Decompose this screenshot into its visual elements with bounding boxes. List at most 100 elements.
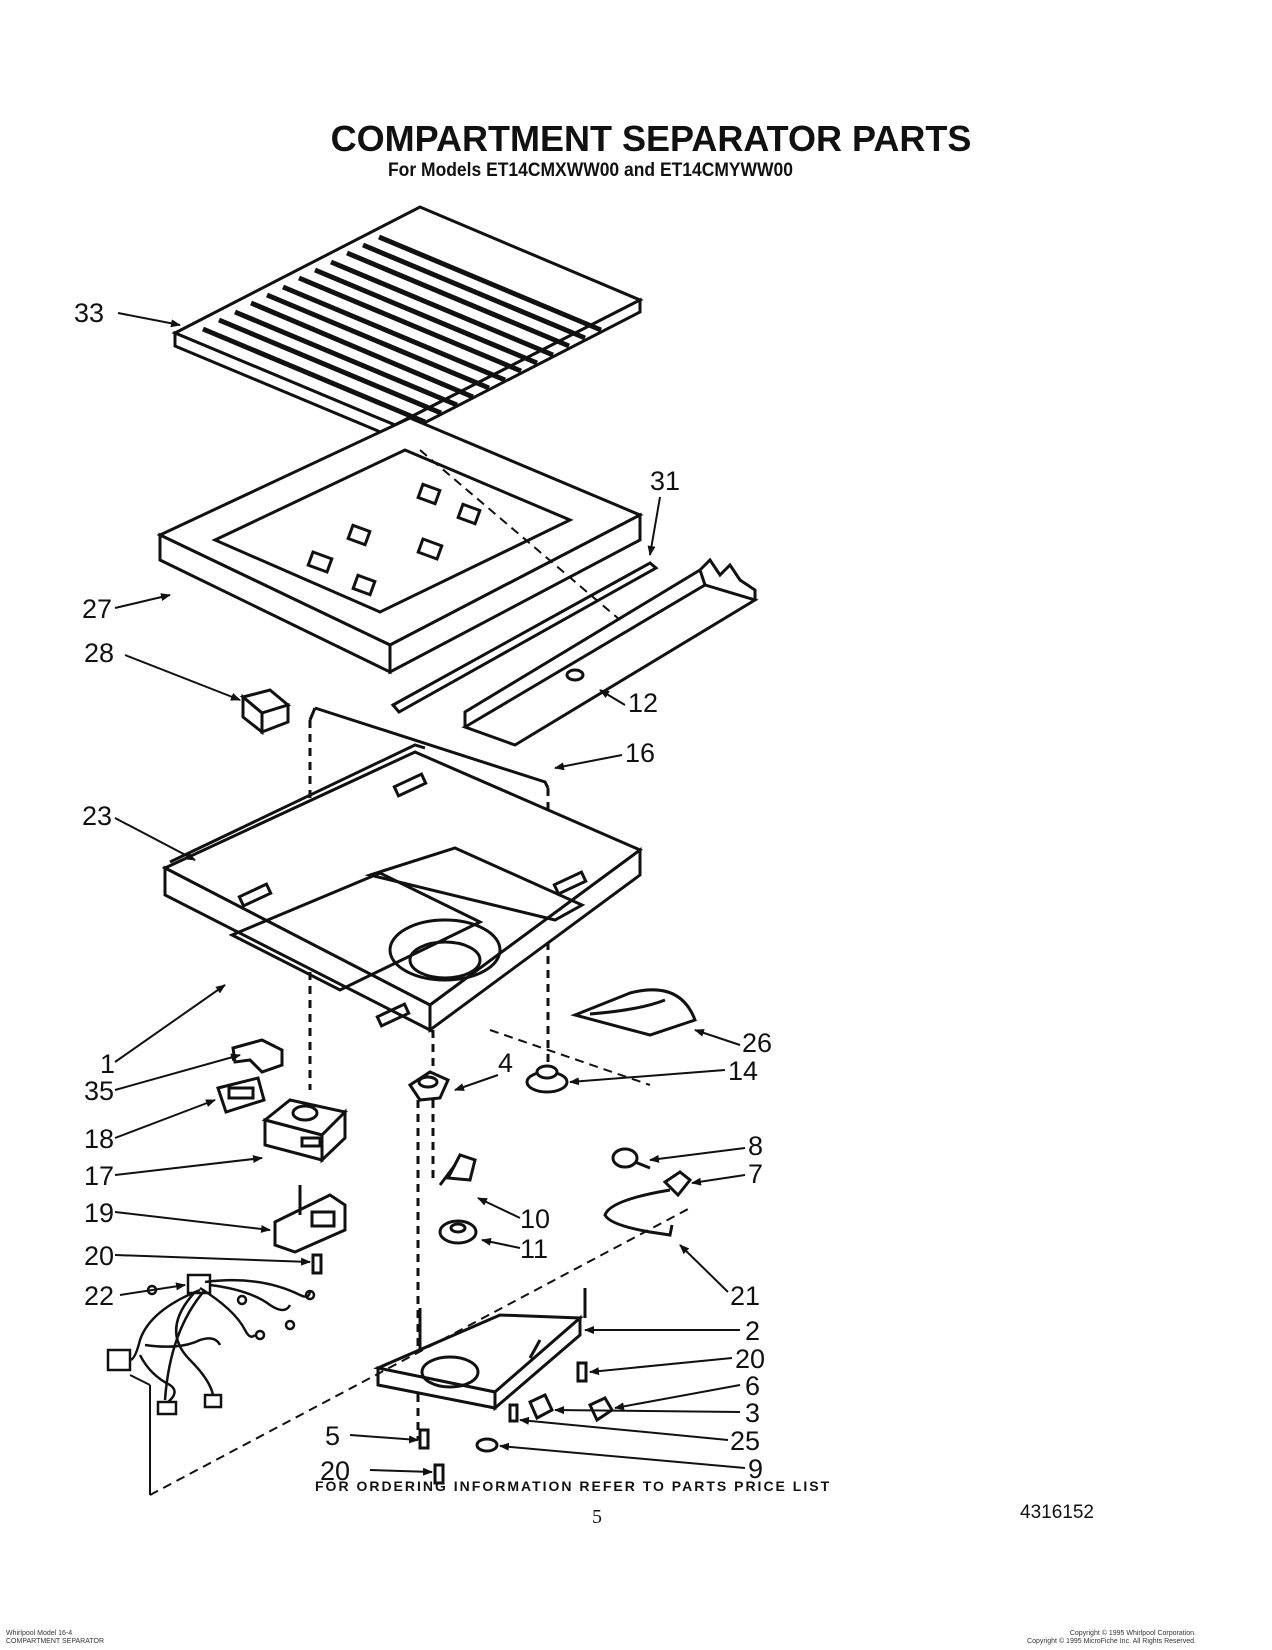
callout-5: 5 (325, 1421, 340, 1451)
part-3-actuator (528, 1393, 554, 1421)
part-14-grommet (525, 1064, 569, 1094)
part-21-lead-wire (603, 1188, 674, 1237)
callout-labels: 33 31 27 28 12 16 23 1 26 35 14 4 18 8 7… (74, 298, 772, 1486)
document-number: 4316152 (1020, 1502, 1094, 1523)
leader-20b (589, 1357, 733, 1376)
callout-14: 14 (728, 1056, 758, 1086)
callout-19: 19 (84, 1198, 114, 1228)
part-27-separator-frame (156, 416, 644, 675)
leader-6 (614, 1384, 741, 1411)
callout-20-c: 20 (320, 1456, 350, 1486)
callout-23: 23 (82, 801, 112, 831)
callout-12: 12 (628, 688, 658, 718)
leader-31 (647, 496, 661, 556)
page-title: COMPARTMENT SEPARATOR PARTS (330, 118, 972, 159)
part-28-block (239, 688, 292, 736)
part-2-cover (373, 1288, 587, 1412)
leader-10 (477, 1197, 521, 1219)
part-33-shelf-grille (171, 205, 644, 441)
part-25-screw (508, 1403, 519, 1423)
part-11-knob (438, 1219, 478, 1245)
callout-20-a: 20 (84, 1241, 114, 1271)
page-number: 5 (592, 1506, 602, 1528)
leader-26 (694, 1029, 741, 1046)
part-6-switch (588, 1396, 615, 1423)
callout-10: 10 (520, 1204, 550, 1234)
leader-19 (114, 1211, 271, 1233)
leader-22 (119, 1282, 186, 1296)
callout-2: 2 (745, 1316, 760, 1346)
leader-9 (499, 1442, 746, 1469)
part-17-housing (261, 1098, 349, 1164)
leader-5 (349, 1434, 419, 1444)
part-20-screw-right (576, 1361, 588, 1383)
leader-16 (554, 754, 623, 771)
part-22-wiring-harness (106, 1273, 316, 1416)
callout-25: 25 (730, 1426, 760, 1456)
leader-7 (691, 1174, 746, 1186)
leader-18 (114, 1099, 216, 1139)
callout-26: 26 (742, 1028, 772, 1058)
models-subtitle: For Models ET14CMXWW00 and ET14CMYWW00 (388, 160, 794, 181)
leader-11 (481, 1237, 521, 1249)
leader-25 (519, 1416, 729, 1441)
part-8-bulb (611, 1147, 651, 1170)
assembly-lines (129, 449, 691, 1496)
callout-28: 28 (84, 638, 114, 668)
callout-4: 4 (498, 1048, 513, 1078)
leader-12 (599, 689, 626, 706)
leader-17 (114, 1155, 263, 1176)
part-19-socket-bracket (273, 1185, 347, 1254)
callout-33: 33 (74, 298, 104, 328)
callout-17: 17 (84, 1161, 114, 1191)
footer-left-line-1: Whirlpool Model 16-4 (6, 1630, 73, 1637)
footer-right: Copyright © 1995 Whirlpool Corporation. … (1027, 1630, 1196, 1646)
leader-28 (124, 654, 241, 701)
part-18-shield (216, 1076, 266, 1114)
part-20-screw-bottom (433, 1463, 445, 1485)
part-20-screw-left (311, 1253, 323, 1275)
leader-3 (554, 1406, 741, 1415)
part-5-screw (418, 1428, 430, 1450)
leader-4 (454, 1074, 499, 1091)
part-35-clip (231, 1038, 284, 1074)
footer-right-line-1: Copyright © 1995 Whirlpool Corporation. (1069, 1630, 1196, 1637)
leader-1 (114, 984, 226, 1063)
callout-1: 1 (100, 1049, 115, 1079)
callout-3: 3 (745, 1398, 760, 1428)
callout-27: 27 (82, 594, 112, 624)
leader-23 (114, 817, 196, 861)
callout-9: 9 (748, 1454, 763, 1484)
callout-16: 16 (625, 738, 655, 768)
footer-left-line-2: COMPARTMENT SEPARATOR (6, 1638, 105, 1645)
callout-21: 21 (730, 1281, 760, 1311)
part-9-washer (475, 1437, 499, 1453)
leader-lines (114, 312, 746, 1476)
part-12-channel (461, 557, 759, 747)
callout-22: 22 (84, 1281, 114, 1311)
callout-18: 18 (84, 1124, 114, 1154)
ordering-note: FOR ORDERING INFORMATION REFER TO PARTS … (315, 1478, 832, 1494)
callout-31: 31 (650, 466, 680, 496)
part-26-insulation (570, 988, 697, 1037)
callout-11: 11 (520, 1234, 548, 1264)
leader-21 (679, 1244, 729, 1293)
part-10-thermostat (438, 1153, 477, 1186)
callout-35: 35 (84, 1076, 114, 1106)
callout-6: 6 (745, 1371, 760, 1401)
footer-left: Whirlpool Model 16-4 COMPARTMENT SEPARAT… (6, 1630, 104, 1646)
part-23-tray (161, 743, 643, 1180)
leader-35 (114, 1053, 241, 1091)
callout-20-b: 20 (735, 1344, 765, 1374)
part-31-seal-strip (390, 561, 659, 714)
leader-20a (114, 1254, 311, 1266)
callout-7: 7 (748, 1159, 763, 1189)
leader-20c (369, 1467, 433, 1476)
leader-33 (117, 312, 181, 328)
leader-14 (569, 1069, 726, 1086)
footer-right-line-2: Copyright © 1995 MicroFiche Inc. All Rig… (1027, 1638, 1196, 1645)
leader-27 (114, 593, 171, 609)
leader-8 (649, 1147, 746, 1163)
part-7-socket (662, 1170, 693, 1198)
